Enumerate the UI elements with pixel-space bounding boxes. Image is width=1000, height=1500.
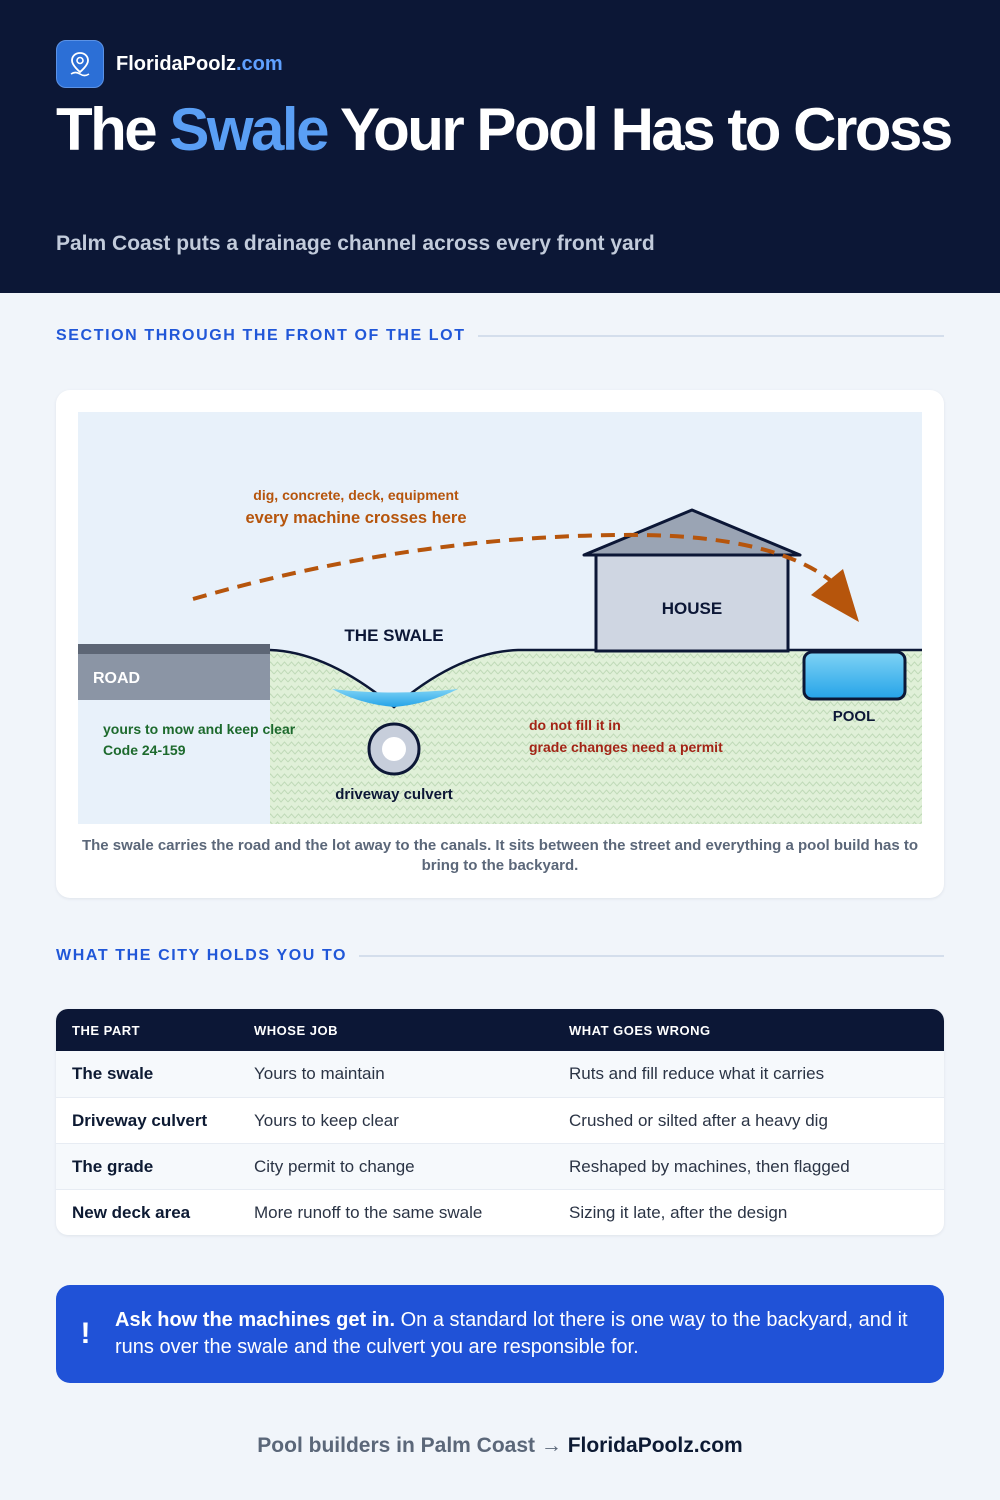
code-note: Code 24-159 [103,742,186,758]
arrow-head-icon [811,569,859,622]
responsibility-table: THE PART WHOSE JOB WHAT GOES WRONG The s… [56,1009,944,1235]
section-heading-lot: SECTION THROUGH THE FRONT OF THE LOT [56,327,944,345]
route-label-main: every machine crosses here [245,509,466,527]
column-header: WHOSE JOB [254,1022,338,1038]
exclamation-icon: ! [80,1317,91,1350]
page-subtitle: Palm Coast puts a drainage channel acros… [56,232,655,255]
table-row: The grade City permit to change Reshaped… [56,1143,944,1189]
diagram-caption: The swale carries the road and the lot a… [81,837,919,874]
brand-name: FloridaPoolz.com [116,52,283,75]
table-row: New deck area More runoff to the same sw… [56,1189,944,1235]
callout-text: Ask how the machines get in. On a standa… [115,1309,908,1358]
table-cell: More runoff to the same swale [254,1202,483,1222]
pool-icon [802,650,907,701]
table-row: Driveway culvert Yours to keep clear Cru… [56,1097,944,1143]
column-header: THE PART [72,1022,141,1038]
swale-water [332,689,458,707]
table-cell: City permit to change [254,1156,415,1176]
house-label: HOUSE [662,599,722,618]
footer-link[interactable]: FloridaPoolz.com [567,1434,743,1457]
road [78,654,270,700]
machine-route-arrow [192,532,832,601]
permit-note: grade changes need a permit [529,739,723,755]
hero-header: FloridaPoolz.com The Swale Your Pool Has… [0,0,1000,293]
culvert-label: driveway culvert [335,786,453,803]
callout-box: ! Ask how the machines get in. On a stan… [56,1285,944,1383]
road-surface [78,644,270,654]
section-divider [359,955,944,957]
diagram-card: dig, concrete, deck, equipment every mac… [56,390,944,898]
road-label: ROAD [93,670,140,687]
lot-section-diagram: dig, concrete, deck, equipment every mac… [78,412,922,824]
table-cell: Ruts and fill reduce what it carries [569,1064,825,1083]
brand[interactable]: FloridaPoolz.com [56,40,283,88]
table-cell: Sizing it late, after the design [569,1202,788,1222]
section-divider [477,335,944,337]
table-cell: Yours to maintain [254,1064,385,1083]
table-cell: Yours to keep clear [254,1110,399,1130]
table-cell: New deck area [72,1202,191,1222]
table-cell: The grade [72,1156,154,1176]
pool-label: POOL [833,708,876,725]
swale-label: THE SWALE [344,626,443,645]
location-pin-logo-icon [56,40,104,88]
no-fill-note: do not fill it in [529,717,621,733]
column-header: WHAT GOES WRONG [569,1022,711,1038]
table-cell: Reshaped by machines, then flagged [569,1156,850,1176]
table-row: The swale Yours to maintain Ruts and fil… [56,1051,944,1097]
footer: Pool builders in Palm Coast → FloridaPoo… [257,1434,743,1457]
table-header: THE PART WHOSE JOB WHAT GOES WRONG [56,1009,944,1051]
section-heading-city: WHAT THE CITY HOLDS YOU TO [56,947,944,965]
mow-note: yours to mow and keep clear [103,721,296,737]
route-label-small: dig, concrete, deck, equipment [253,487,459,503]
table-cell: Crushed or silted after a heavy dig [569,1110,828,1130]
table-cell: Driveway culvert [72,1110,208,1130]
culvert-opening [382,737,406,761]
title-accent: Swale [169,96,329,163]
page-title: The Swale Your Pool Has to Cross [56,96,953,163]
table-cell: The swale [72,1064,154,1083]
